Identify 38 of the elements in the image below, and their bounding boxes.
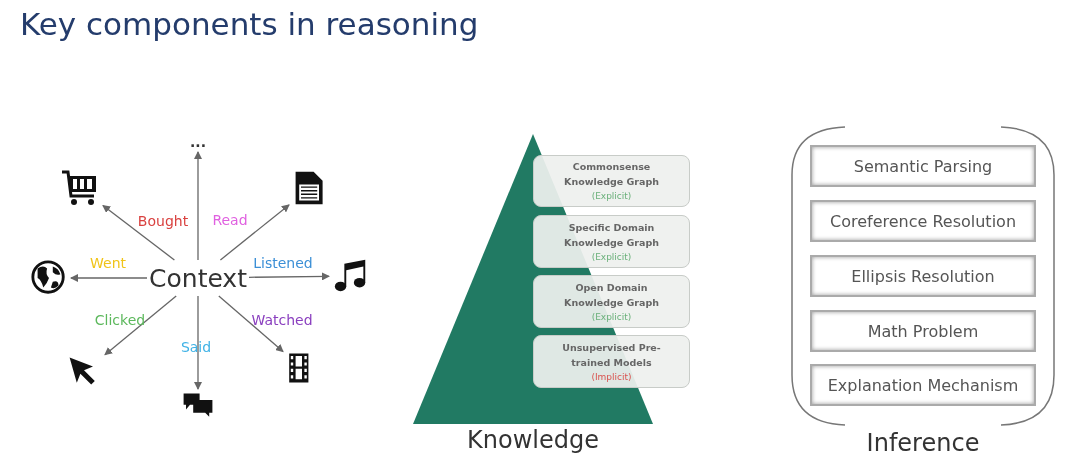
arrow <box>194 151 202 261</box>
layer-title: Open Domain Knowledge Graph <box>563 280 660 310</box>
process-box: Explanation Mechanism <box>810 364 1036 406</box>
globe-icon <box>30 259 68 297</box>
edge-label: Bought <box>137 213 189 229</box>
edge-label: Went <box>90 255 126 271</box>
ellipsis-label: ... <box>183 135 213 149</box>
edge-label: Listened <box>253 255 313 271</box>
process-box: Ellipsis Resolution <box>810 255 1036 297</box>
arrow <box>70 274 148 282</box>
layer-title: Commonsense Knowledge Graph <box>563 160 660 189</box>
group-title: Inference <box>865 429 981 457</box>
layer-type: (Explicit) <box>591 250 632 264</box>
layer-type: (Implicit) <box>591 370 632 384</box>
arrow <box>102 204 176 261</box>
layer-title: Unsupervised Pre-trained Models <box>561 340 662 370</box>
arrow <box>219 204 290 261</box>
hub-label: Context <box>150 263 246 293</box>
edge-label: Watched <box>251 312 313 328</box>
process-box: Coreference Resolution <box>810 200 1036 242</box>
layer-type: (Explicit) <box>591 190 632 203</box>
pyramid-title: Knowledge <box>466 426 600 454</box>
layer-title: Specific Domain Knowledge Graph <box>563 220 660 250</box>
edge-label: Said <box>180 339 212 355</box>
layer-card <box>533 275 690 328</box>
edge-label: Clicked <box>94 312 146 328</box>
layer-type: (Explicit) <box>591 310 632 324</box>
process-box: Semantic Parsing <box>810 145 1036 187</box>
layer-card <box>533 215 690 268</box>
edge-label: Read <box>212 212 248 228</box>
process-box: Math Problem <box>810 310 1036 352</box>
arrow <box>218 295 284 353</box>
arrow <box>248 272 330 281</box>
arrow <box>194 295 202 390</box>
arrow <box>104 295 177 356</box>
layer-card <box>533 335 690 388</box>
layer-card <box>533 155 690 207</box>
title: Key components in reasoning <box>20 6 479 42</box>
